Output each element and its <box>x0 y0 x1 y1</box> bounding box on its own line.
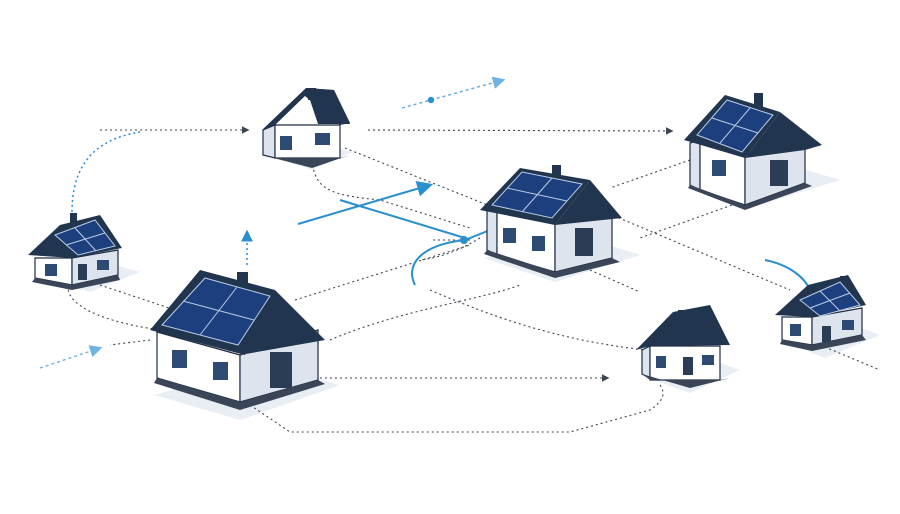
house-top-left <box>262 88 350 168</box>
junction-node-icon <box>460 236 468 244</box>
link-center-loop <box>419 237 481 261</box>
link-center-to-right <box>599 209 791 291</box>
link-large-to-center <box>294 244 471 301</box>
solar-panel-array <box>161 277 271 346</box>
solar-panel-array <box>491 171 583 219</box>
link-top-left-to-center <box>311 159 471 229</box>
flow-arrow-curve-left <box>71 131 141 213</box>
house-bottom-right <box>636 305 730 388</box>
link-right-out <box>819 344 881 371</box>
flow-line-right <box>764 259 811 291</box>
flow-arrow-top <box>401 76 506 109</box>
house-top-right <box>684 93 822 210</box>
link-top-left-down <box>344 147 501 211</box>
flow-line-cross <box>339 199 466 239</box>
link-large-to-center-low <box>329 284 521 341</box>
house-left <box>28 213 122 290</box>
solar-panel-array <box>54 219 116 256</box>
solar-panel-array <box>799 281 861 317</box>
link-left-to-large <box>99 284 176 311</box>
house-right <box>775 275 866 351</box>
house-large <box>150 270 325 410</box>
link-top-left-to-top-right <box>367 127 674 135</box>
flow-arrow-bottom-left <box>39 345 103 369</box>
link-center-to-bottom-right-2 <box>429 289 646 351</box>
link-large-left <box>109 339 151 346</box>
link-center-to-bottom-right <box>589 269 641 293</box>
junction-node-icon <box>427 96 435 104</box>
house-center <box>480 165 622 278</box>
solar-panel-array <box>696 99 774 153</box>
flow-line-to-center <box>297 180 434 225</box>
link-top-right-to-center <box>609 159 691 189</box>
flow-line-to-node <box>411 229 491 286</box>
